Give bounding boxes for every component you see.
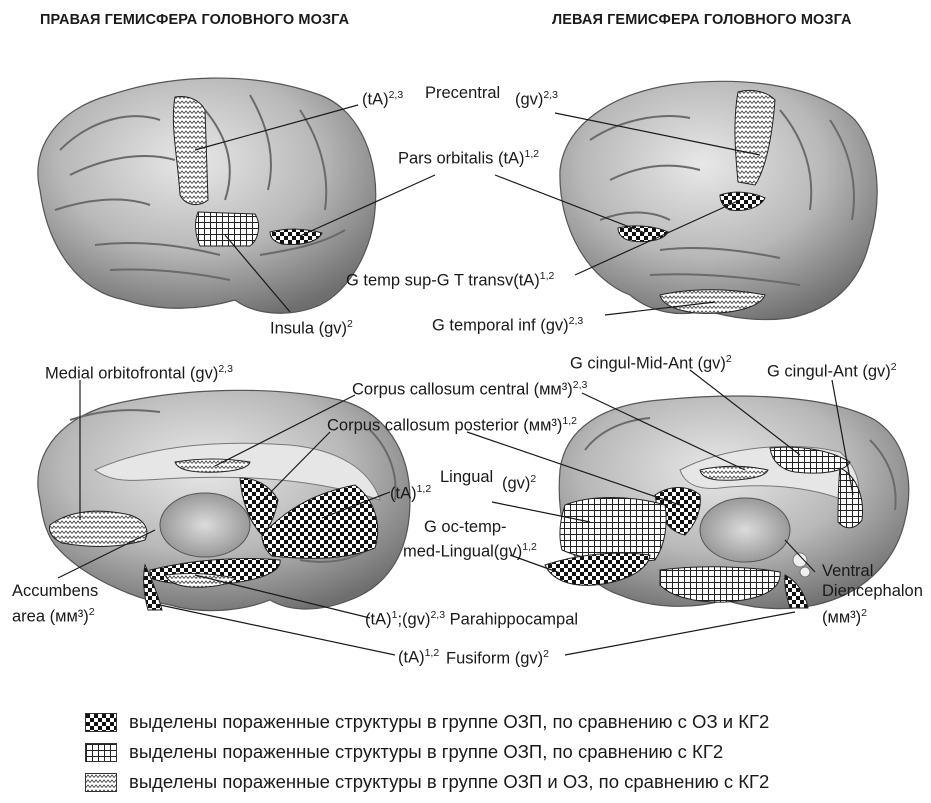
label-accumbens-line1: Accumbens [12, 582, 98, 601]
grid-pattern-swatch [85, 743, 117, 762]
label-precentral-right-ta: (tA)2,3 [362, 86, 403, 110]
legend-text: выделены пораженные структуры в группе О… [129, 771, 769, 793]
legend-text: выделены пораженные структуры в группе О… [129, 711, 769, 733]
label-precentral-left-gv: (gv)2,3 [515, 86, 558, 110]
label-fusiform-ta: (tA)1,2 [398, 644, 439, 668]
label-ventral-line2: Diencephalon [822, 582, 923, 601]
left-hemisphere-lateral [560, 81, 877, 319]
label-precentral: Precentral [425, 84, 500, 103]
label-lingual: Lingual [440, 468, 493, 487]
legend-text: выделены пораженные структуры в группе О… [129, 741, 723, 763]
label-g-oc-temp-line1: G oc-temp- [424, 518, 507, 537]
checker-pattern-swatch [85, 713, 117, 732]
label-g-cingul-ant: G cingul-Ant (gv)2 [767, 358, 897, 382]
right-hemisphere-lateral [38, 78, 376, 313]
label-fusiform: Fusiform (gv)2 [446, 645, 549, 669]
label-ventral-line1: Ventral [822, 562, 873, 581]
label-corpus-callosum-central: Corpus callosum central (мм³)2,3 [352, 376, 587, 400]
label-ventral-line3: (мм³)2 [822, 604, 867, 628]
label-pars-orbitalis: Pars orbitalis (tA)1,2 [398, 145, 539, 169]
label-g-cingul-mid-ant: G cingul-Mid-Ant (gv)2 [570, 350, 732, 374]
label-g-temp-sup: G temp sup-G T transv(tA)1,2 [346, 267, 554, 291]
label-parahippocampal: (tA)1;(gv)2,3 Parahippocampal [365, 606, 578, 630]
label-lingual-ta: (tA)1,2 [390, 480, 431, 504]
zigzag-pattern-swatch [85, 773, 117, 792]
label-g-temporal-inf: G temporal inf (gv)2,3 [432, 312, 583, 336]
legend-item-zigzag: выделены пораженные структуры в группе О… [85, 770, 769, 794]
label-corpus-callosum-posterior: Corpus callosum posterior (мм³)1,2 [327, 412, 577, 436]
label-lingual-gv: (gv)2 [502, 470, 536, 494]
legend-item-grid: выделены пораженные структуры в группе О… [85, 740, 723, 764]
label-accumbens-line2: area (мм³)2 [12, 603, 95, 627]
label-insula: Insula (gv)2 [270, 315, 353, 339]
label-medial-orbitofrontal: Medial orbitofrontal (gv)2,3 [45, 360, 233, 384]
legend-item-checker: выделены пораженные структуры в группе О… [85, 710, 769, 734]
label-g-oc-temp-line2: med-Lingual(gv)1,2 [403, 538, 537, 562]
